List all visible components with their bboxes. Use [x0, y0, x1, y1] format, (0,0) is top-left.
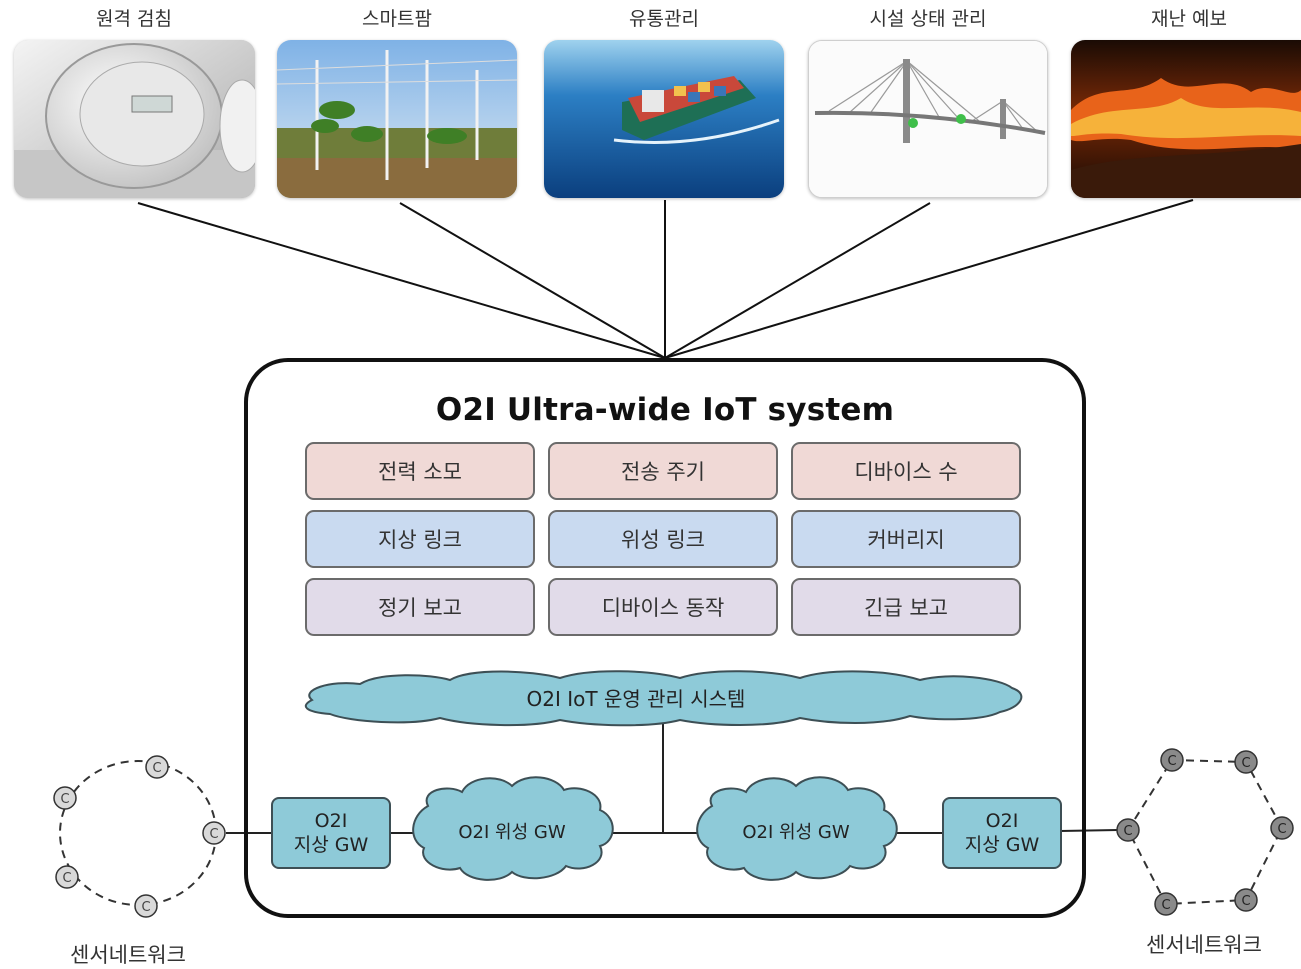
container-ship-photo — [544, 40, 784, 198]
right-gateway-line2: 지상 GW — [964, 834, 1040, 856]
left-sensor-node: C — [134, 894, 158, 918]
right-sensor-network-label: 센서네트워크 — [1146, 933, 1262, 957]
cell-coverage: 커버리지 — [791, 510, 1021, 568]
svg-text:C: C — [1161, 898, 1170, 913]
cell-terrestrial-link: 지상 링크 — [305, 510, 535, 568]
svg-text:C: C — [1277, 822, 1286, 837]
cell-transmission-period: 전송 주기 — [548, 442, 778, 500]
connector-disaster — [664, 199, 1194, 359]
connector-facility — [664, 202, 931, 359]
cell-satellite-link: 위성 링크 — [548, 510, 778, 568]
system-title: O2I Ultra-wide IoT system — [435, 392, 895, 428]
app-label-remote-metering: 원격 검침 — [96, 8, 172, 30]
cell-device-count: 디바이스 수 — [791, 442, 1021, 500]
right-sensor-node: C — [1116, 818, 1140, 842]
left-satellite-gw-cloud — [412, 776, 614, 881]
right-sensor-node: C — [1160, 748, 1184, 772]
app-label-logistics: 유통관리 — [629, 8, 699, 30]
ops-cloud-label: O2I IoT 운영 관리 시스템 — [527, 687, 746, 711]
right-sensor-network: C C C C C C — [1116, 748, 1294, 916]
right-sensor-ring — [1126, 758, 1284, 906]
right-sensor-node: C — [1270, 816, 1294, 840]
wildfire-photo — [1071, 40, 1301, 198]
connector-remote-metering — [137, 202, 666, 359]
svg-text:C: C — [1167, 754, 1176, 769]
svg-text:C: C — [209, 827, 218, 842]
right-satellite-gw-label: O2I 위성 GW — [742, 822, 849, 843]
left-gateway-line2: 지상 GW — [293, 834, 369, 856]
left-sensor-node: C — [53, 786, 77, 810]
cell-periodic-report: 정기 보고 — [305, 578, 535, 636]
o2i-system-container — [244, 358, 1086, 918]
right-sensor-node: C — [1234, 750, 1258, 774]
right-sensor-node: C — [1234, 888, 1258, 912]
right-gateway-line1: O2I — [985, 810, 1019, 832]
ops-management-cloud — [304, 670, 1023, 727]
left-sensor-network: C C C C C — [53, 755, 226, 918]
left-satellite-gw-label: O2I 위성 GW — [458, 822, 565, 843]
right-gw-to-sensor-link — [1059, 829, 1119, 832]
app-label-disaster: 재난 예보 — [1151, 8, 1227, 30]
cell-device-operation: 디바이스 동작 — [548, 578, 778, 636]
left-sensor-ring — [59, 760, 217, 906]
left-sensor-node: C — [202, 821, 226, 845]
right-satellite-gw-cloud — [696, 776, 898, 881]
left-sensor-network-label: 센서네트워크 — [70, 943, 186, 967]
svg-text:C: C — [62, 871, 71, 886]
bridge-monitoring-photo — [808, 40, 1048, 198]
svg-text:C: C — [1123, 824, 1132, 839]
left-ground-gateway: O2I 지상 GW — [271, 797, 391, 869]
svg-text:C: C — [1241, 756, 1250, 771]
right-sensor-node: C — [1154, 892, 1178, 916]
application-connectors — [137, 199, 1194, 359]
left-sensor-node: C — [55, 865, 79, 889]
cell-emergency-report: 긴급 보고 — [791, 578, 1021, 636]
app-label-smart-farm: 스마트팜 — [362, 8, 432, 30]
app-label-facility: 시설 상태 관리 — [869, 8, 987, 30]
svg-text:C: C — [141, 900, 150, 915]
left-sensor-node: C — [145, 755, 169, 779]
smart-meter-photo — [14, 40, 255, 198]
svg-text:C: C — [152, 761, 161, 776]
network-links — [226, 720, 1119, 834]
smart-farm-photo — [277, 40, 517, 198]
right-ground-gateway: O2I 지상 GW — [942, 797, 1062, 869]
left-gateway-line1: O2I — [314, 810, 348, 832]
svg-text:C: C — [1241, 894, 1250, 909]
connector-smart-farm — [399, 202, 666, 359]
svg-text:C: C — [60, 792, 69, 807]
cell-power-consumption: 전력 소모 — [305, 442, 535, 500]
